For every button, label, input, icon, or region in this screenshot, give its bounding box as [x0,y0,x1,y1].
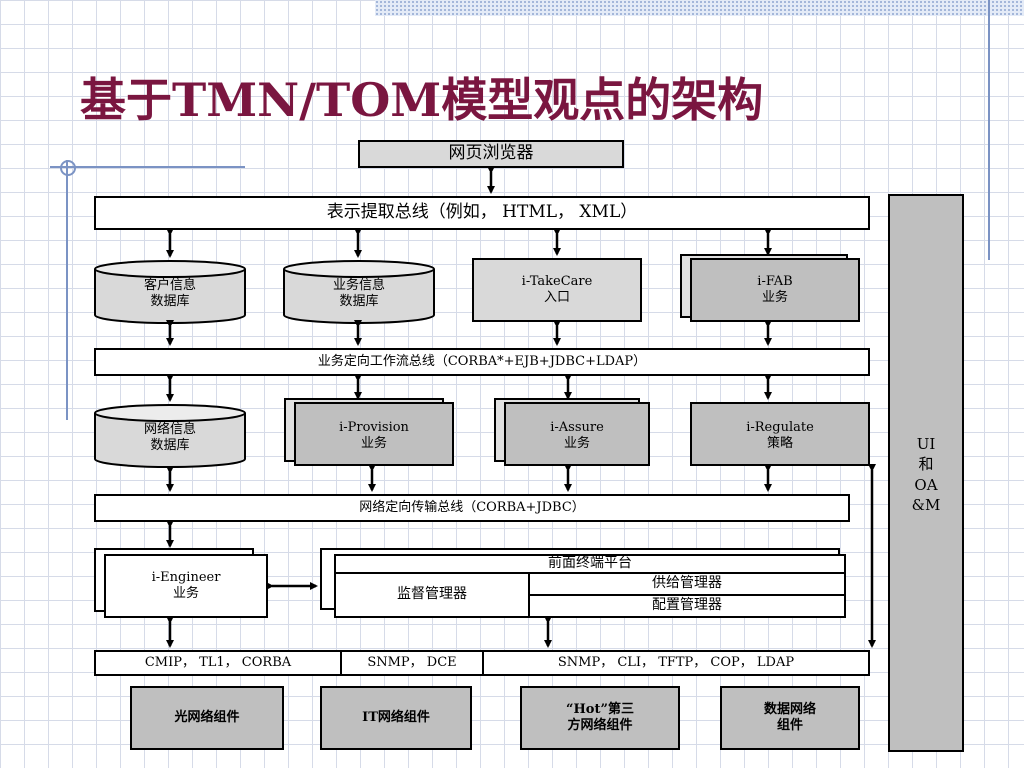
engineer-box: i-Engineer 业务 [104,554,268,618]
workflow-bus: 业务定向工作流总线（CORBA*+EJB+JDBC+LDAP） [94,348,870,376]
business-db-label: 业务信息 数据库 [332,278,385,310]
decoration-circle [60,160,76,176]
title-decoration-line [50,166,245,168]
protocol-cell-3: SNMP， CLI， TFTP， COP， LDAP [482,650,870,676]
regulate-box: i-Regulate 策略 [690,402,870,466]
business-db: 业务信息 数据库 [283,260,435,324]
assure-box: i-Assure 业务 [504,402,650,466]
network-db: 网络信息 数据库 [94,404,246,468]
customer-db-label: 客户信息 数据库 [143,278,196,310]
customer-db: 客户信息 数据库 [94,260,246,324]
fab-box: i-FAB 业务 [690,258,860,322]
optical-component: 光网络组件 [130,686,284,750]
provision-box: i-Provision 业务 [294,402,454,466]
network-bus: 网络定向传输总线（CORBA+JDBC） [94,494,850,522]
config-manager: 配置管理器 [528,594,846,618]
browser-box: 网页浏览器 [358,140,624,168]
ui-oam-column: UI 和 OA &M [888,194,964,752]
data-component: 数据网络 组件 [720,686,860,750]
right-decoration-line [988,0,990,260]
top-decoration-bar [375,0,1024,16]
monitor-manager: 监督管理器 [334,572,530,618]
provisioning-manager: 供给管理器 [528,572,846,596]
protocol-cell-2: SNMP， DCE [340,650,484,676]
presentation-bus: 表示提取总线（例如， HTML， XML） [94,196,870,230]
network-db-label: 网络信息 数据库 [143,422,196,454]
hot-component: “Hot”第三 方网络组件 [520,686,680,750]
it-component: IT网络组件 [320,686,472,750]
page-title: 基于TMN/TOM模型观点的架构 [80,73,764,127]
left-decoration-line [66,160,68,420]
